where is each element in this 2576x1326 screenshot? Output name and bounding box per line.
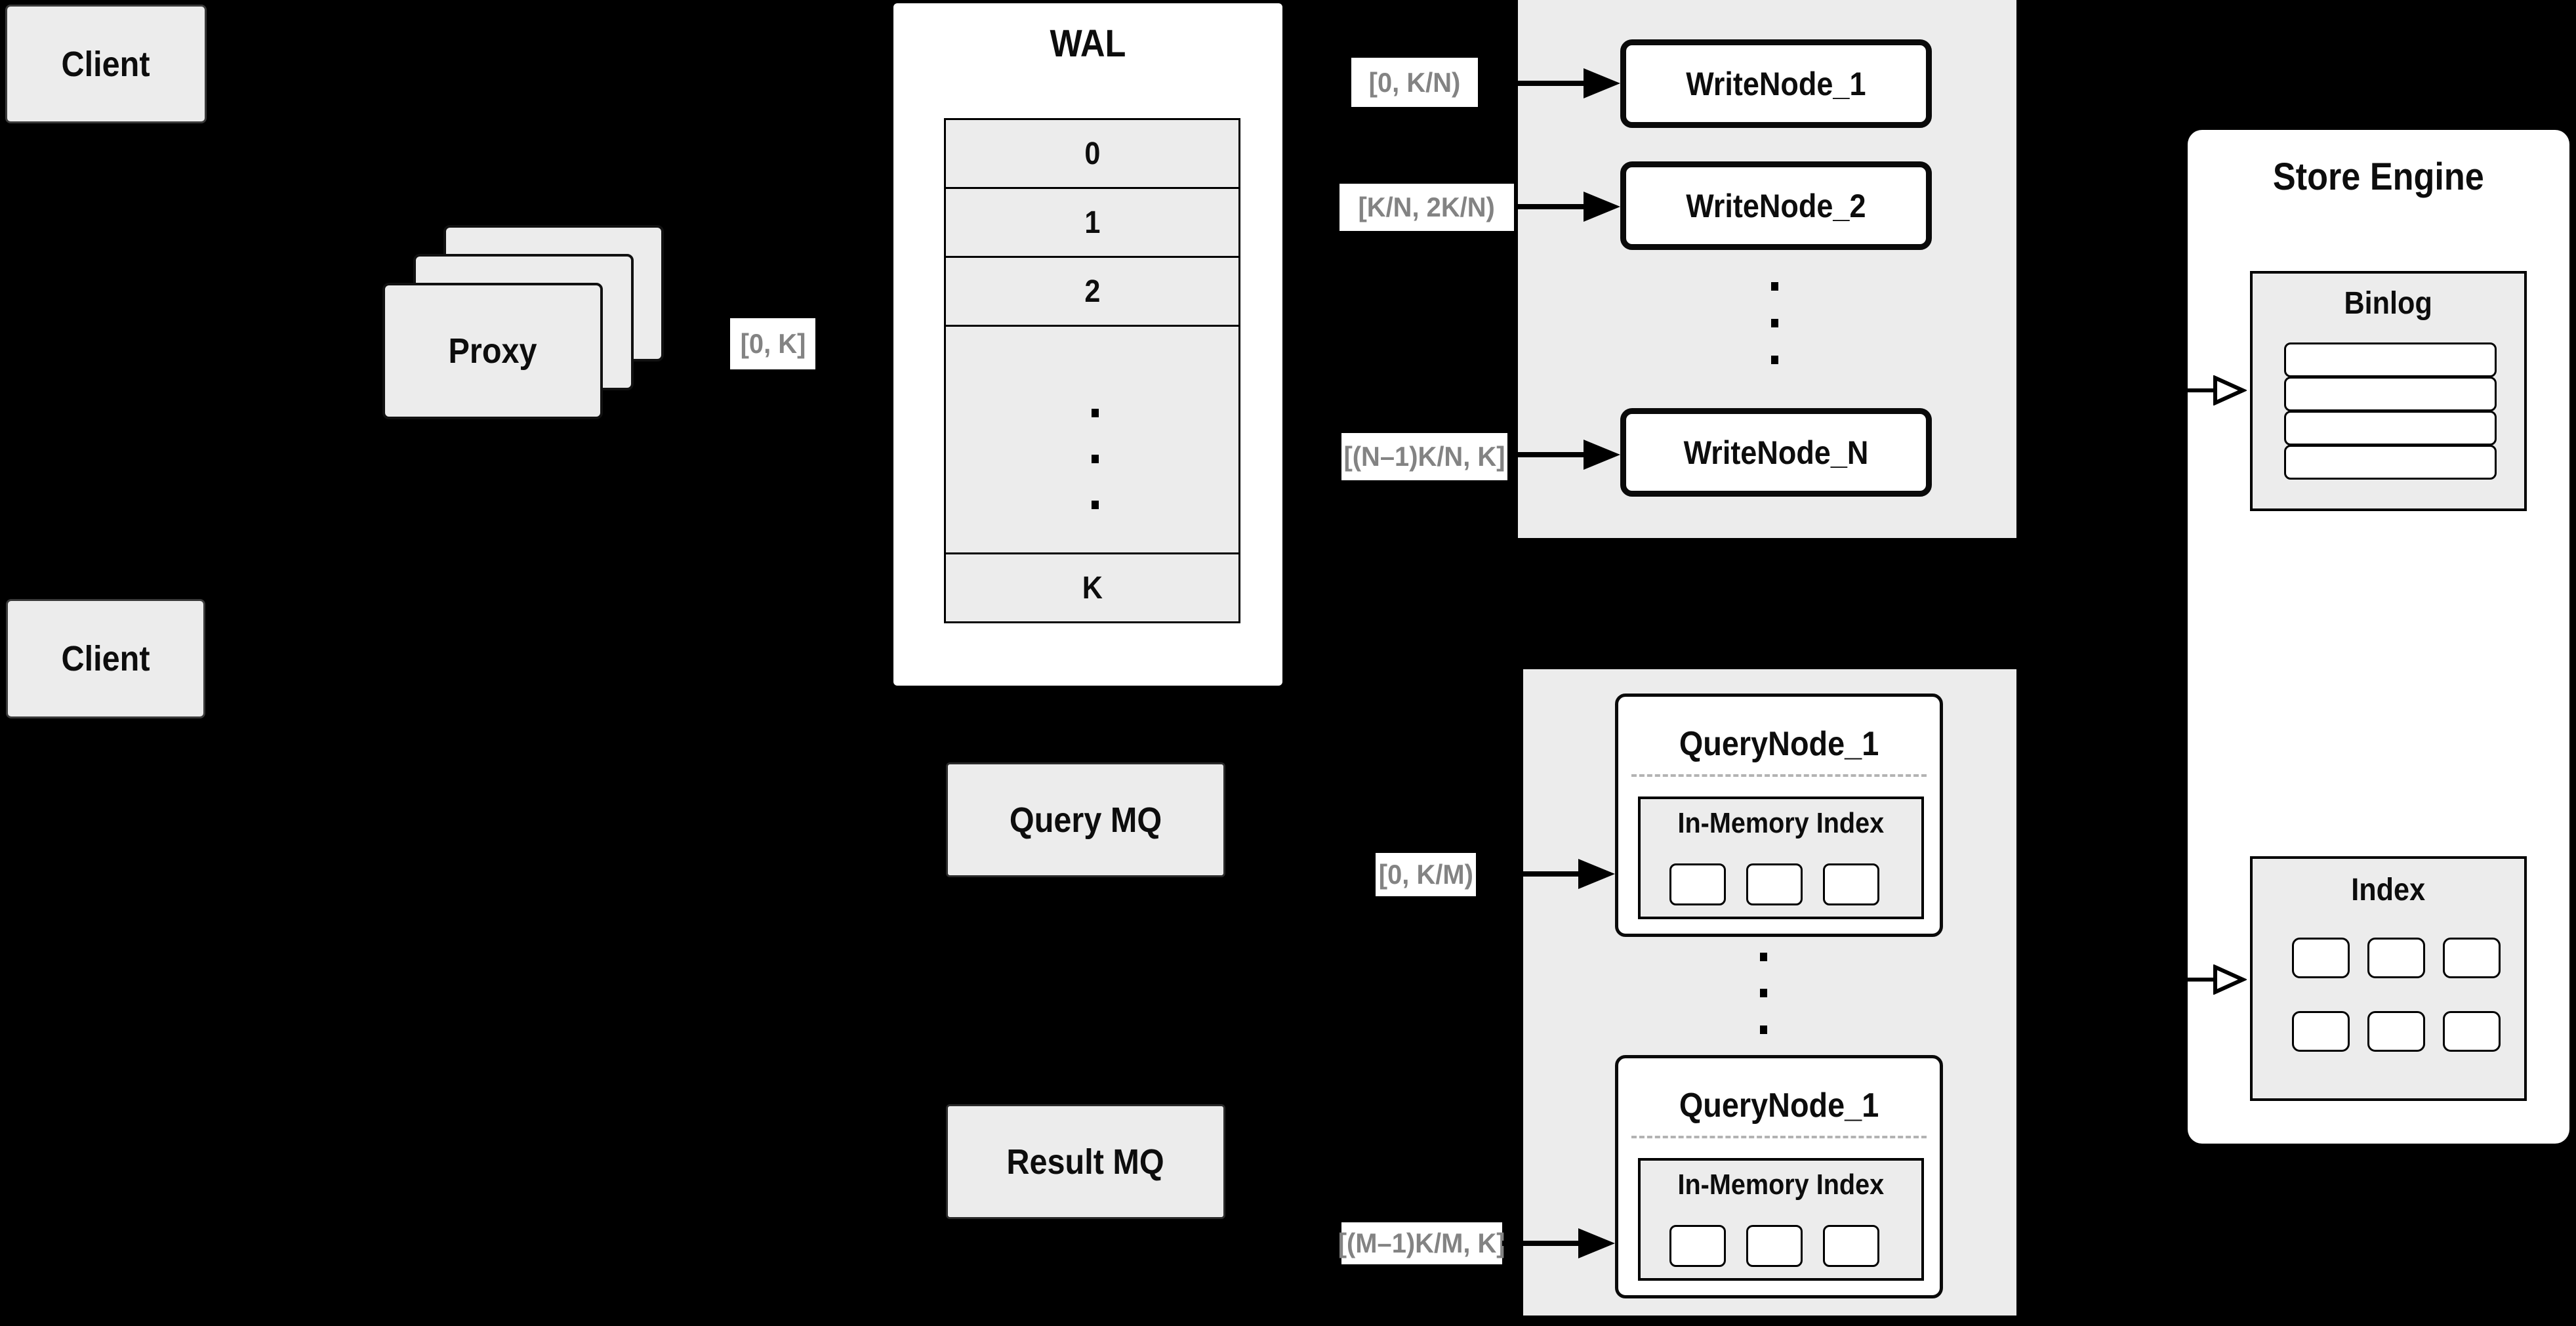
ellipsis-dot [1771,356,1778,364]
client-bottom-label: Client [61,639,150,678]
arrow-right-solid-icon [1584,192,1620,222]
ellipsis-dot [1092,409,1099,417]
arrow-right-hollow-icon [2213,375,2247,405]
index-box: Index [2250,856,2527,1101]
arrow-right-solid-icon [1584,440,1620,470]
memory-segment [1669,1225,1726,1267]
in-memory-index-box: In-Memory Index [1638,1158,1924,1281]
edge-label-resultmq-to-querynode: [(M–1)K/M, K] [1338,1222,1505,1264]
ellipsis-dot [1760,989,1767,997]
index-title: Index [2351,873,2426,907]
arrow-line [1502,1241,1581,1246]
query-node-top: QueryNode_1 In-Memory Index [1615,694,1943,937]
memory-segment [1669,863,1726,905]
ellipsis-dot [1092,501,1099,509]
in-memory-index-title: In-Memory Index [1677,807,1885,839]
binlog-segment [2284,445,2497,480]
proxy-node: Proxy [382,283,603,419]
write-node-1: WriteNode_1 [1620,39,1932,128]
edge-label-wal-to-writenodeN: [(N–1)K/N, K] [1341,433,1507,480]
arrow-line [2188,978,2215,982]
index-segment [2292,1011,2350,1052]
proxy-label: Proxy [448,331,537,371]
arrow-right-solid-icon [1584,68,1620,98]
arrow-line [1476,871,1581,877]
edge-label-wal-to-writenode1: [0, K/N) [1351,58,1478,107]
memory-segment [1823,863,1879,905]
query-node-title: QueryNode_1 [1679,1087,1879,1125]
binlog-title: Binlog [2344,286,2433,321]
in-memory-index-title: In-Memory Index [1677,1169,1885,1201]
memory-segment [1823,1225,1879,1267]
ellipsis-dot [1760,953,1767,961]
index-segment [2443,938,2501,978]
write-node-2: WriteNode_2 [1620,161,1932,250]
binlog-box: Binlog [2250,271,2527,511]
wal-row-2: 2 [944,256,1240,327]
memory-segment [1746,1225,1803,1267]
arrow-right-hollow-icon [2213,964,2247,995]
wal-row-0: 0 [944,118,1240,189]
wal-panel: WAL 0 1 2 K [893,3,1282,686]
in-memory-index-box: In-Memory Index [1638,797,1924,919]
result-mq-node: Result MQ [946,1104,1225,1219]
client-node-top: Client [5,5,207,123]
ellipsis-dot [1760,1026,1767,1034]
store-engine-panel: Store Engine Binlog Index [2188,130,2569,1144]
arrow-right-solid-icon [1578,859,1615,889]
query-node-bottom: QueryNode_1 In-Memory Index [1615,1055,1943,1298]
wal-row-1: 1 [944,187,1240,258]
client-top-label: Client [61,44,150,84]
dashed-divider [1631,1136,1927,1138]
binlog-segment [2284,377,2497,411]
query-node-title: QueryNode_1 [1679,725,1879,763]
binlog-segment [2284,342,2497,377]
wal-row-ellipsis [944,325,1240,554]
client-node-bottom: Client [6,599,205,718]
store-engine-title: Store Engine [2273,155,2484,198]
query-mq-node: Query MQ [946,762,1225,877]
index-segment [2292,938,2350,978]
edge-label-proxy-to-wal: [0, K] [730,318,815,369]
arrow-right-solid-icon [1578,1228,1615,1258]
wal-row-k: K [944,552,1240,623]
arrow-line [2188,388,2215,392]
edge-label-wal-to-writenode2: [K/N, 2K/N) [1339,184,1514,231]
edge-label-querymq-to-querynode: [0, K/M) [1376,853,1476,896]
index-segment [2367,938,2425,978]
ellipsis-dot [1771,319,1778,327]
arrow-line [1507,452,1586,457]
write-node-n: WriteNode_N [1620,408,1932,497]
dashed-divider [1631,774,1927,777]
result-mq-label: Result MQ [1006,1142,1165,1182]
binlog-segment [2284,411,2497,445]
ellipsis-dot [1771,282,1778,291]
index-segment [2367,1011,2425,1052]
arrow-line [1478,81,1586,86]
ellipsis-dot [1092,455,1099,463]
index-segment [2443,1011,2501,1052]
query-mq-label: Query MQ [1009,800,1162,840]
wal-title: WAL [1050,22,1126,65]
memory-segment [1746,863,1803,905]
arrow-line [1514,204,1586,209]
